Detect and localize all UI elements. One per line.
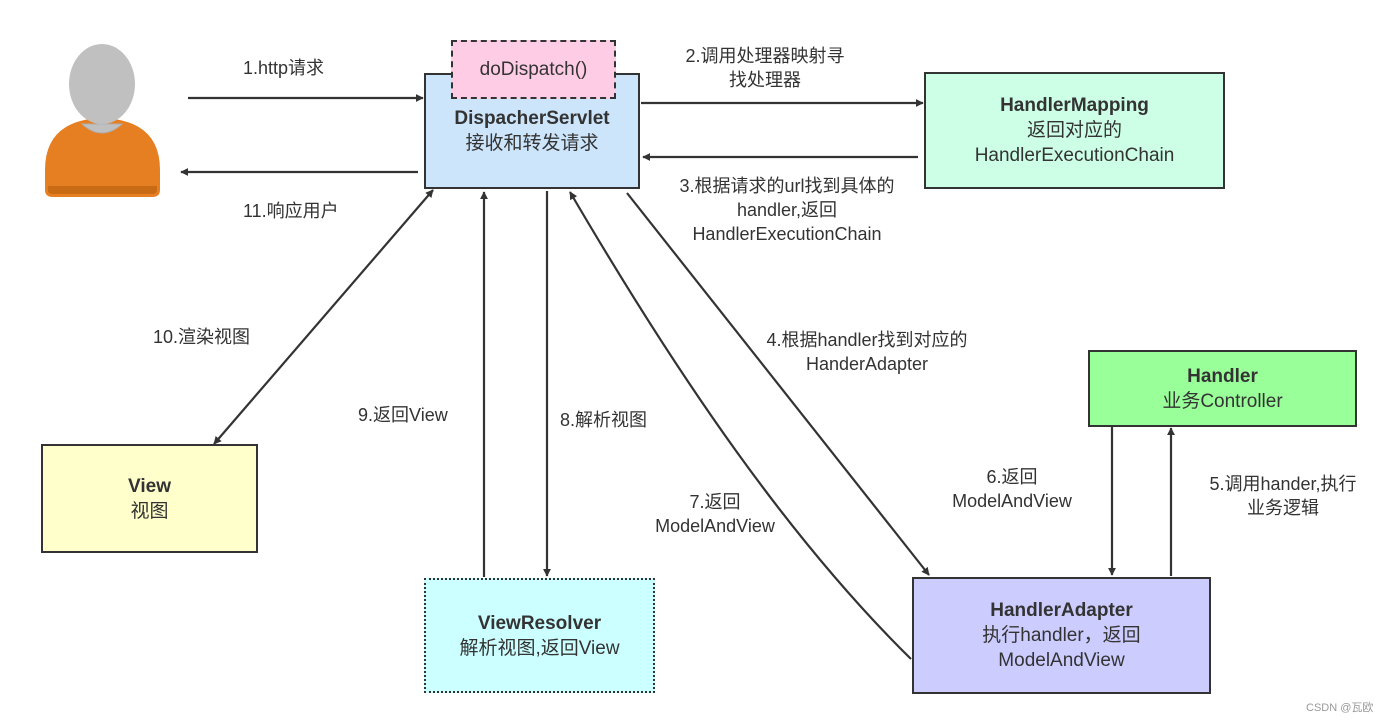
step-6-line-1: 6.返回 [986, 467, 1038, 487]
handler-adapter-box: HandlerAdapter 执行handler，返回 ModelAndView [912, 577, 1211, 694]
step-11-label: 11.响应用户 [243, 201, 339, 221]
mapping-subtitle-2: HandlerExecutionChain [974, 145, 1175, 166]
handler-title: Handler [1187, 365, 1258, 387]
step-10-label: 10.渲染视图 [153, 327, 251, 347]
step-3-line-2: handler,返回 [736, 200, 838, 220]
handler-subtitle: 业务Controller [1162, 390, 1283, 412]
arrow-return-modelandview-7 [569, 191, 912, 660]
step-7-line-1: 7.返回 [689, 492, 741, 512]
step-3-label: 3.根据请求的url找到具体的 handler,返回 HandlerExecut… [658, 174, 916, 246]
step-4-label: 4.根据handler找到对应的 HanderAdapter [748, 328, 986, 376]
step-3-line-3: HandlerExecutionChain [692, 224, 882, 244]
view-title: View [128, 475, 171, 497]
adapter-subtitle-2: ModelAndView [998, 650, 1125, 671]
step-5-line-2: 业务逻辑 [1247, 498, 1319, 518]
step-8-label: 8.解析视图 [560, 410, 648, 430]
step-7-label: 7.返回 ModelAndView [637, 490, 793, 538]
mapping-subtitle-1: 返回对应的 [1026, 120, 1122, 141]
step-6-label: 6.返回 ModelAndView [934, 465, 1090, 513]
step-6-line-2: ModelAndView [952, 491, 1072, 511]
view-resolver-box: ViewResolver 解析视图,返回View [424, 578, 655, 693]
watermark: CSDN @瓦欧 [1306, 702, 1374, 714]
step-3-line-1: 3.根据请求的url找到具体的 [679, 176, 895, 196]
step-7-line-2: ModelAndView [655, 516, 775, 536]
step-4-line-2: HanderAdapter [805, 354, 929, 374]
dodispatch-title: doDispatch() [479, 59, 588, 80]
step-9-label: 9.返回View [358, 405, 448, 425]
view-subtitle: 视图 [130, 500, 169, 522]
dispatcher-title: DispacherServlet [454, 108, 610, 129]
step-5-line-1: 5.调用hander,执行 [1209, 474, 1357, 494]
adapter-title: HandlerAdapter [990, 600, 1133, 621]
mapping-title: HandlerMapping [1000, 95, 1149, 116]
dodispatch-box: doDispatch() [451, 40, 616, 99]
step-2-line-2: 找处理器 [729, 70, 801, 90]
dispatcher-subtitle: 接收和转发请求 [465, 133, 599, 154]
user-avatar-icon [45, 44, 160, 197]
handler-box: Handler 业务Controller [1088, 350, 1357, 427]
arrows [180, 94, 1175, 660]
arrow-render-view [213, 189, 434, 445]
view-box: View 视图 [41, 444, 258, 553]
step-5-label: 5.调用hander,执行 业务逻辑 [1196, 472, 1370, 520]
resolver-subtitle: 解析视图,返回View [459, 637, 620, 659]
handler-mapping-box: HandlerMapping 返回对应的 HandlerExecutionCha… [924, 72, 1225, 189]
step-1-label: 1.http请求 [243, 58, 325, 78]
step-4-line-1: 4.根据handler找到对应的 [766, 330, 968, 350]
step-2-line-1: 2.调用处理器映射寻 [685, 46, 845, 66]
step-2-label: 2.调用处理器映射寻 找处理器 [670, 44, 860, 92]
arrow-find-adapter [626, 192, 930, 576]
adapter-subtitle-1: 执行handler，返回 [982, 625, 1141, 646]
resolver-title: ViewResolver [477, 612, 602, 634]
